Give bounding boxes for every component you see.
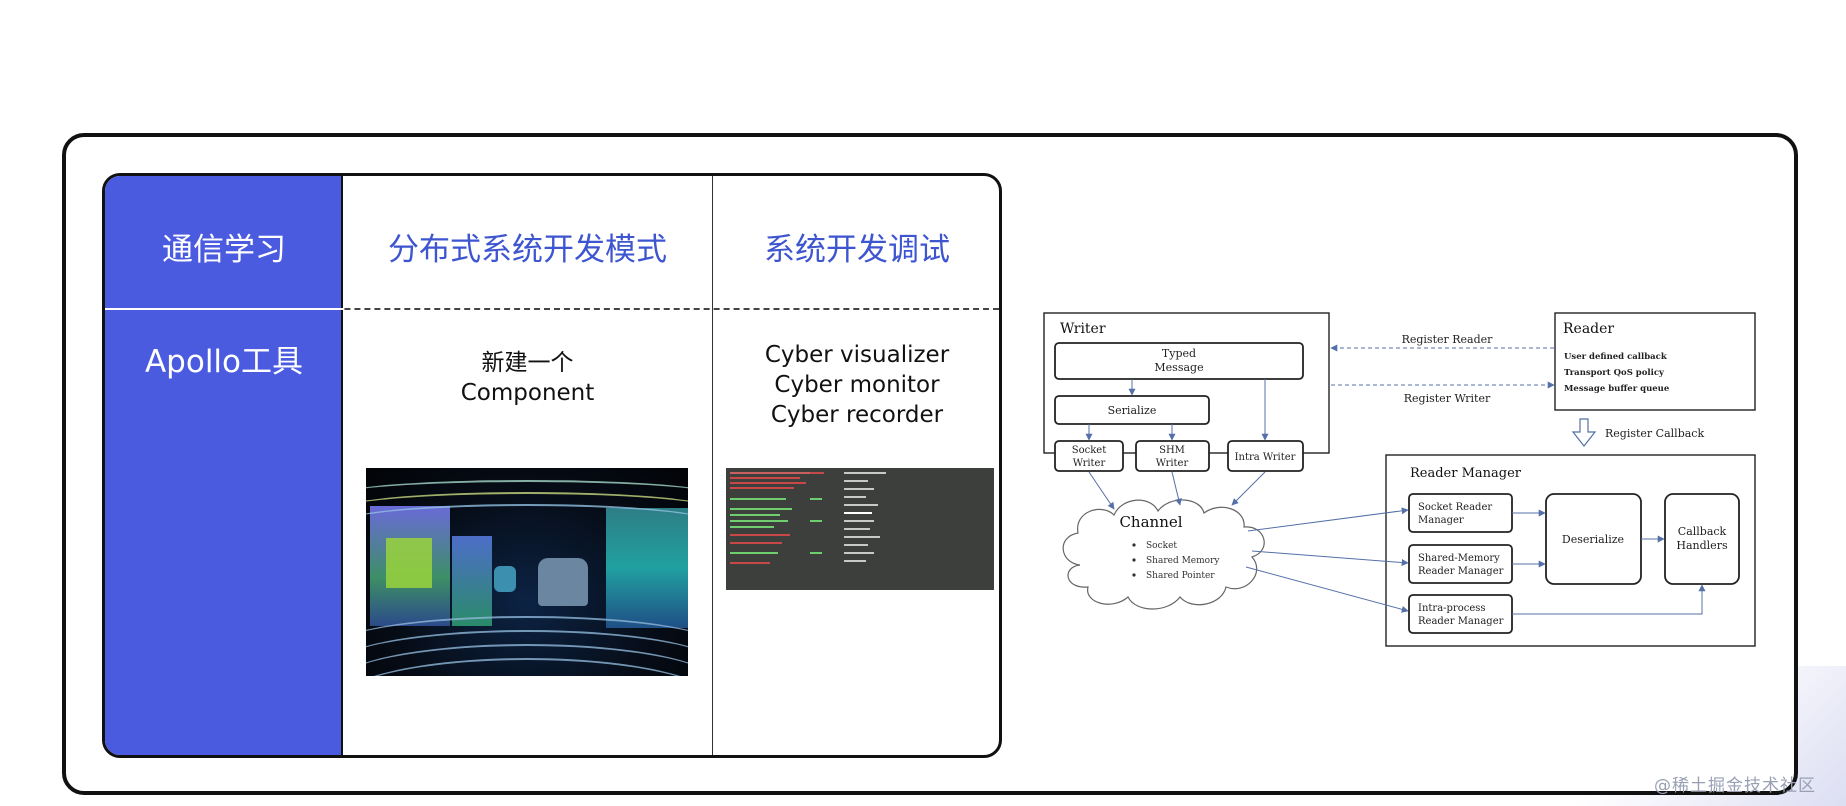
channel-item: Socket (1146, 541, 1177, 551)
typed-message-line1: Typed (1162, 347, 1196, 360)
column-divider (712, 176, 713, 755)
writer-title: Writer (1060, 321, 1106, 337)
serialize-box (1054, 395, 1210, 425)
socket-writer-line1: Socket (1072, 445, 1106, 456)
callback-handlers-line2: Handlers (1676, 539, 1728, 552)
intra-reader-manager-line2: Reader Manager (1418, 616, 1504, 627)
socket-writer-line2: Writer (1073, 458, 1106, 469)
new-component-text: 新建一个 Component (343, 348, 712, 408)
cyber-tools-list: Cyber visualizer Cyber monitor Cyber rec… (712, 340, 999, 430)
deserialize-label: Deserialize (1562, 533, 1624, 546)
intra-writer-box (1227, 440, 1304, 472)
socket-reader-manager-line1: Socket Reader (1418, 502, 1492, 513)
typed-message-line2: Message (1154, 361, 1203, 374)
shm-reader-manager-box (1408, 544, 1513, 584)
intra-reader-manager-line1: Intra-process (1418, 603, 1486, 614)
shm-reader-manager-line2: Reader Manager (1418, 566, 1504, 577)
socket-reader-manager-line2: Manager (1418, 515, 1464, 526)
new-component-line2: Component (460, 380, 595, 406)
channel-item: Shared Pointer (1146, 571, 1215, 581)
reader-item: Message buffer queue (1564, 384, 1670, 394)
cyber-rt-architecture-diagram: Writer Typed Message Serialize Socket Wr… (1043, 312, 1756, 647)
cyber-tool-item: Cyber monitor (774, 372, 940, 398)
row-divider-left (105, 308, 343, 310)
shm-writer-line2: Writer (1156, 458, 1189, 469)
register-callback-arrow (1571, 418, 1597, 447)
reader-box (1554, 312, 1756, 411)
reader-manager-title: Reader Manager (1410, 466, 1522, 481)
writer-box (1043, 312, 1330, 454)
new-component-line1: 新建一个 (481, 350, 574, 376)
lidar-pointcloud-image (366, 468, 688, 676)
row-divider (105, 308, 999, 310)
reader-item: Transport QoS policy (1564, 368, 1665, 378)
callback-handlers-line1: Callback (1678, 525, 1727, 538)
tools-table: 通信学习 分布式系统开发模式 系统开发调试 Apollo工具 新建一个 Comp… (102, 173, 1002, 758)
socket-writer-box (1054, 440, 1124, 472)
intra-writer-label: Intra Writer (1235, 452, 1296, 463)
shm-writer-box (1135, 440, 1210, 472)
reader-item: User defined callback (1564, 352, 1668, 362)
callback-handlers-box (1664, 493, 1740, 585)
serialize-label: Serialize (1108, 404, 1157, 417)
header-system-debug: 系统开发调试 (764, 232, 950, 268)
cyber-tool-item: Cyber recorder (770, 402, 944, 428)
intra-reader-manager-box (1408, 594, 1513, 634)
cyber-tool-item: Cyber visualizer (764, 342, 950, 368)
cyber-monitor-terminal-image (726, 468, 994, 590)
channel-title: Channel (1119, 513, 1182, 531)
watermark: @稀土掘金技术社区 (1654, 776, 1816, 796)
reader-title: Reader (1563, 321, 1614, 337)
row-label-apollo-tools: Apollo工具 (144, 344, 304, 380)
shm-writer-line1: SHM (1159, 445, 1185, 456)
channel-cloud (1062, 499, 1265, 610)
typed-message-box (1054, 342, 1304, 380)
channel-item: Shared Memory (1146, 556, 1220, 566)
shm-reader-manager-line1: Shared-Memory (1418, 553, 1500, 564)
register-callback-label: Register Callback (1605, 427, 1704, 440)
socket-reader-manager-box (1408, 493, 1513, 533)
table-left-column (105, 176, 343, 755)
header-communication: 通信学习 (162, 232, 286, 268)
register-writer-label: Register Writer (1404, 392, 1491, 405)
register-reader-label: Register Reader (1402, 333, 1494, 346)
header-distributed-dev: 分布式系统开发模式 (388, 232, 667, 268)
